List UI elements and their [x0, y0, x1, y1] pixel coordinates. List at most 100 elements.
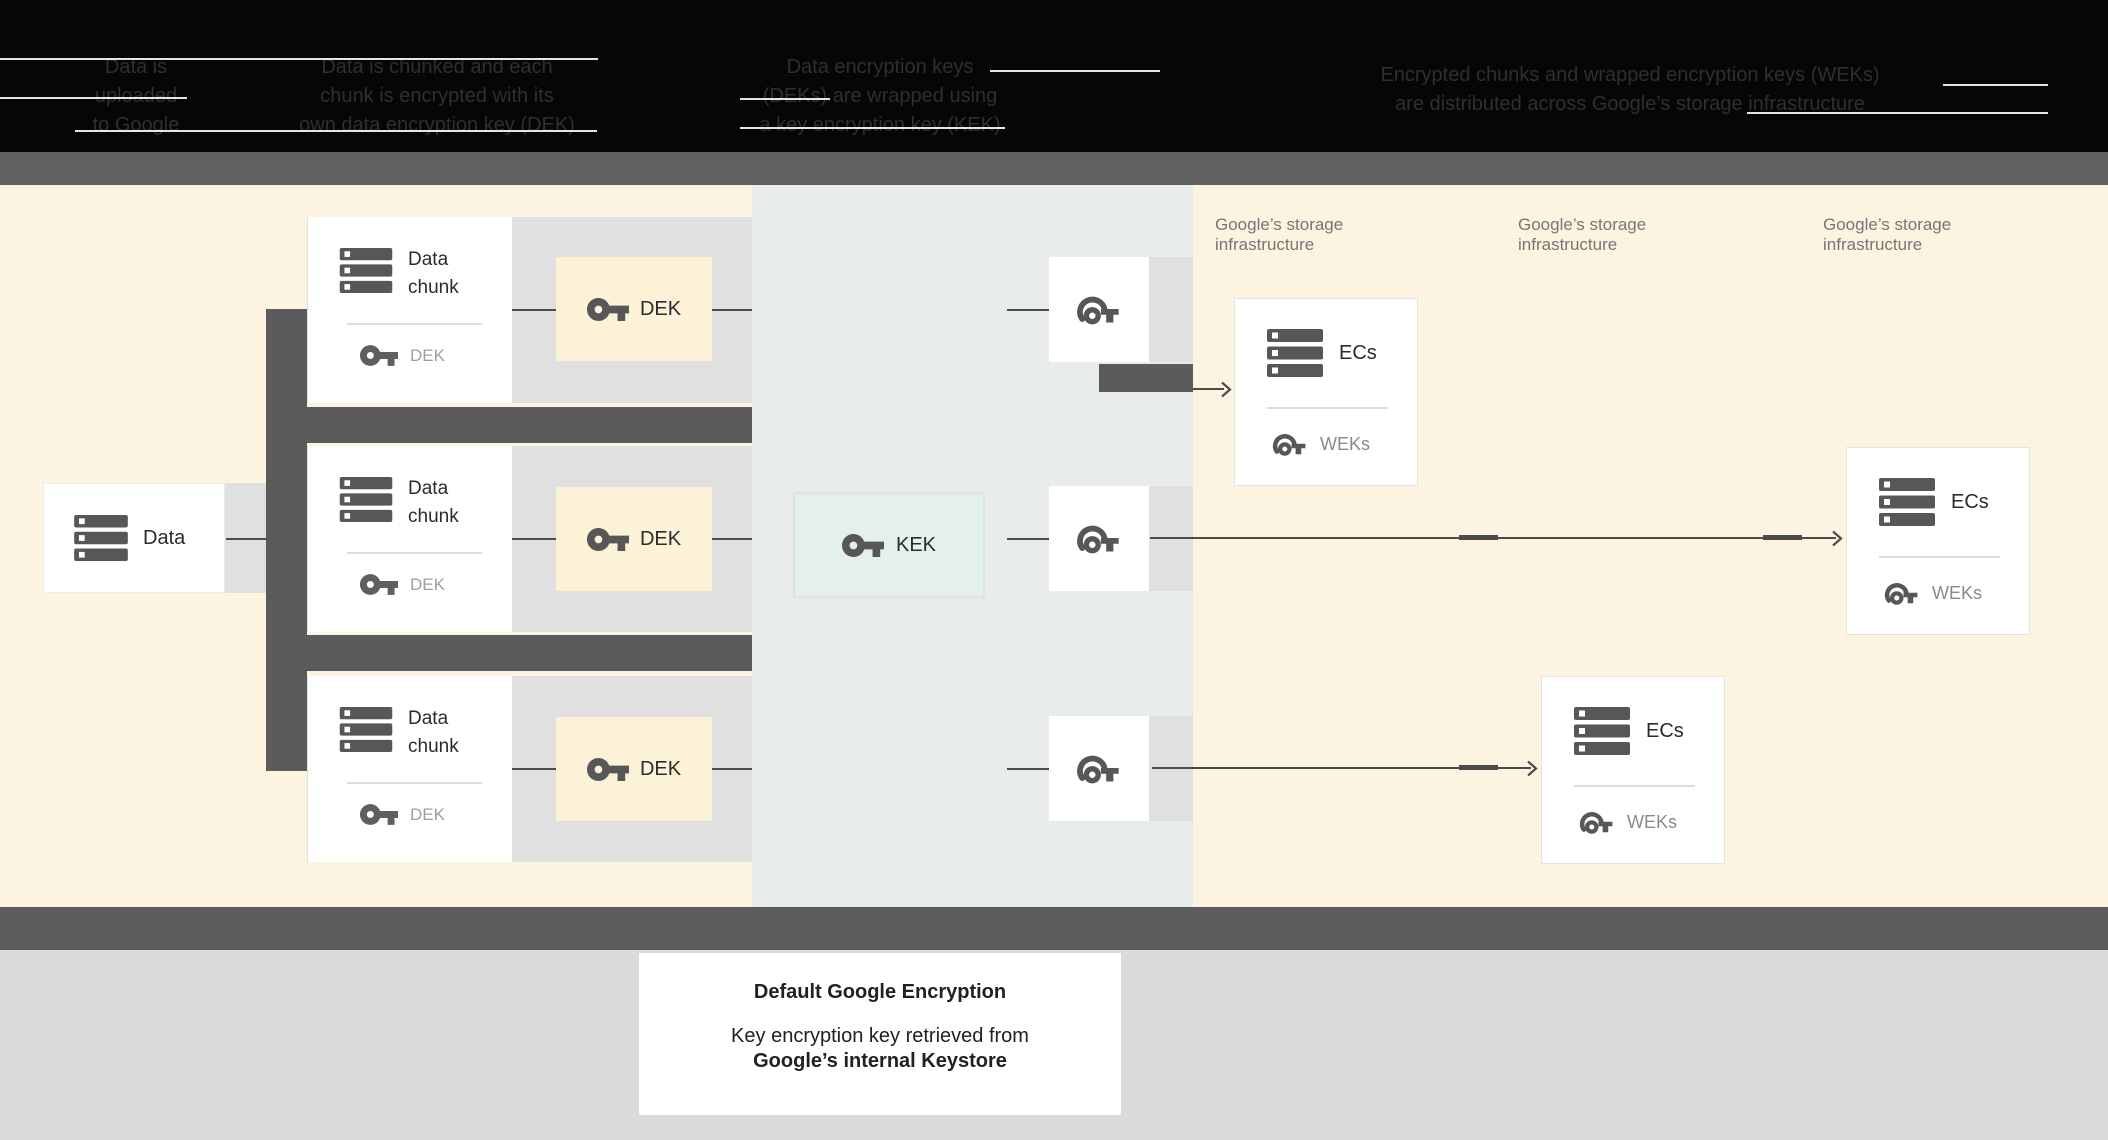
header-divider-bar [0, 152, 2108, 185]
chunk-title: Data chunk [408, 478, 459, 527]
header-step-3-line: a key encryption key (KEK) [759, 114, 1001, 136]
header-artifact-line [1943, 84, 2048, 86]
header-artifact-line [75, 130, 597, 132]
chunk-dek-label: DEK [410, 804, 445, 824]
wrap-key-icon [1077, 755, 1119, 783]
kek-box-label: KEK [895, 533, 937, 556]
storage-infrastructure-label: Google’s storage infrastructure [1215, 215, 1344, 254]
ecs-server-icon [1574, 707, 1630, 755]
header-artifact-line [740, 98, 830, 100]
header-step-4: Encrypted chunks and wrapped encryption … [1230, 61, 2030, 119]
header-step-2-line: chunk is encrypted with its [320, 85, 554, 107]
arrow-to-ecs3 [1152, 767, 1531, 769]
connector [712, 538, 752, 540]
dek-key-icon [360, 574, 398, 595]
dek-box: DEK [556, 257, 712, 361]
chunk-dek-row: DEK [360, 574, 445, 595]
header-step-4-line: Encrypted chunks and wrapped encryption … [1380, 64, 1880, 86]
chunk-server-icon [339, 707, 393, 752]
dek-key-icon [360, 345, 398, 366]
storage-infrastructure-label: Google’s storage infrastructure [1518, 215, 1647, 254]
header-step-3-line: (DEKs) are wrapped using [762, 85, 998, 107]
chunk-dek-label: DEK [410, 574, 445, 594]
footer-divider-bar [0, 907, 2108, 950]
connector [1007, 768, 1049, 770]
caption-line2: Google’s internal Keystore [753, 1050, 1007, 1072]
arrowhead-icon [1221, 381, 1232, 398]
weks-label: WEKs [1627, 812, 1678, 832]
storage-infrastructure-label: Google’s storage infrastructure [1823, 215, 1952, 254]
ecs-server-icon [1267, 329, 1323, 377]
dek-key-icon [586, 527, 629, 551]
dek-box-label: DEK [639, 527, 682, 550]
header-step-2: Data is chunked and each chunk is encryp… [277, 53, 597, 140]
ecs-server-icon [1879, 478, 1935, 526]
connector [512, 768, 556, 770]
connector [512, 309, 556, 311]
chunk-server-icon [339, 477, 393, 522]
dek-box: DEK [556, 487, 712, 591]
ecs-card: ECs WEKs [1541, 676, 1725, 864]
kek-key-icon [841, 533, 884, 557]
connector [512, 538, 556, 540]
data-chunk-card: Data chunk DEK [308, 676, 512, 862]
connector [712, 768, 752, 770]
data-chunk-card: Data chunk DEK [308, 217, 512, 403]
chunk-dek-row: DEK [360, 345, 445, 366]
caption-title: Default Google Encryption [753, 981, 1007, 1003]
card-divider [1879, 556, 2000, 558]
weks-row: WEKs [1272, 432, 1370, 457]
header-artifact-line [990, 70, 1160, 72]
chunk-trunk-bar [266, 309, 307, 771]
dek-box: DEK [556, 717, 712, 821]
weks-key-icon [1579, 812, 1613, 834]
arrow-dash [1459, 535, 1498, 540]
connector [1007, 309, 1049, 311]
arrow-to-ecs1 [1193, 388, 1224, 390]
kek-box: KEK [793, 492, 985, 598]
chunk-server-icon [339, 248, 393, 293]
ecs-title: ECs [1951, 491, 1989, 513]
card-divider [347, 782, 482, 784]
weks-row: WEKs [1884, 581, 1982, 606]
ecs-title: ECs [1339, 342, 1377, 364]
header-step-1-line: uploaded [94, 85, 178, 107]
header-band: Data is uploaded to Google Data is chunk… [0, 0, 2108, 152]
weks-row: WEKs [1579, 810, 1677, 835]
connector [712, 309, 752, 311]
wrap-key-box [1049, 486, 1149, 591]
connector [226, 538, 266, 540]
wrap1-strip [1149, 257, 1193, 362]
arrowhead-icon [1527, 760, 1538, 777]
data-box-label: Data [143, 526, 186, 549]
data-server-icon [74, 515, 128, 561]
header-artifact-line [0, 58, 598, 60]
dek-key-icon [360, 804, 398, 825]
card-divider [347, 552, 482, 554]
chunk-dek-label: DEK [410, 345, 445, 365]
header-step-2-line: own data encryption key (DEK) [299, 114, 575, 136]
wrap-key-icon [1077, 296, 1119, 324]
weks-key-icon [1884, 583, 1918, 605]
card-divider [1267, 407, 1388, 409]
ecs-title: ECs [1646, 720, 1684, 742]
header-step-1-line: Data is [104, 56, 168, 78]
header-artifact-line [1747, 112, 2048, 114]
dek-box-label: DEK [639, 297, 682, 320]
header-step-2-line: Data is chunked and each [321, 56, 553, 78]
card-divider [1574, 785, 1695, 787]
caption-box: Default Google Encryption Key encryption… [639, 953, 1121, 1115]
weks-key-icon [1272, 434, 1306, 456]
weks-label: WEKs [1932, 583, 1983, 603]
header-step-3-line: Data encryption keys [786, 56, 974, 78]
header-artifact-line [740, 127, 1005, 129]
data-box: Data [43, 483, 225, 593]
data-chunk-card: Data chunk DEK [308, 446, 512, 632]
dek-key-icon [586, 297, 629, 321]
wrapped-key-bar [1099, 364, 1193, 392]
arrow-dash [1763, 535, 1802, 540]
wrap-key-box [1049, 257, 1149, 362]
wrap-key-icon [1077, 525, 1119, 553]
chunk-title: Data chunk [408, 249, 459, 298]
